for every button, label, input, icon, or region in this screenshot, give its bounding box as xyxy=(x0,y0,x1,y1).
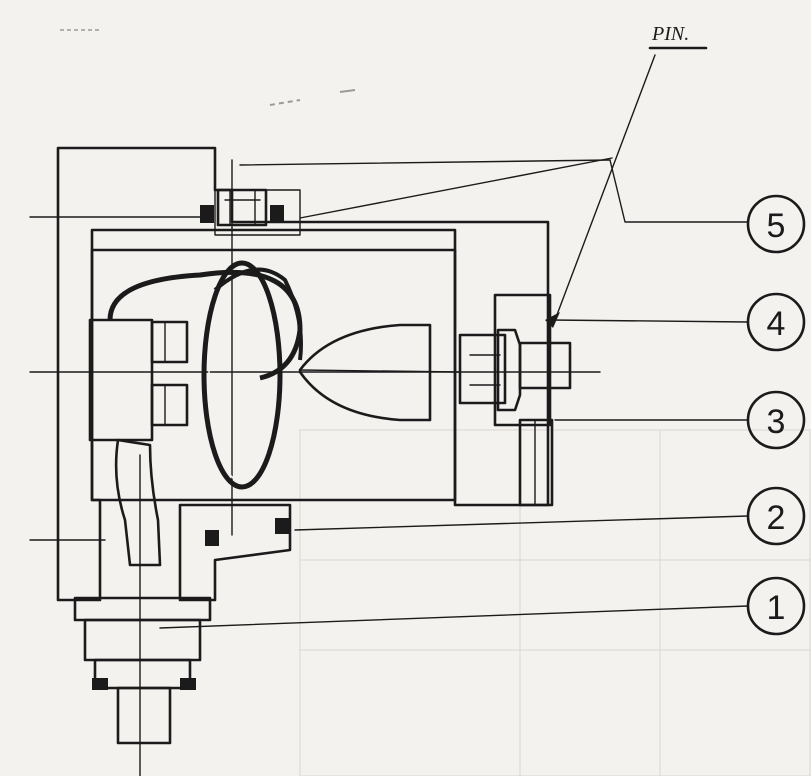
right-connector xyxy=(458,293,572,507)
top-screw-boss xyxy=(200,188,284,227)
callout-4: 4 xyxy=(746,292,806,352)
pin-label: PIN. xyxy=(651,23,689,45)
callout-2: 2 xyxy=(746,486,806,546)
braided-cable xyxy=(114,438,162,567)
bottom-gland xyxy=(73,596,212,745)
callout-5-label: 5 xyxy=(767,207,786,245)
callout-4-label: 4 xyxy=(767,305,786,343)
callout-1-label: 1 xyxy=(767,589,786,627)
callout-3: 3 xyxy=(746,390,806,450)
wire-loops xyxy=(107,260,303,490)
pin-label-group: PIN. xyxy=(648,23,708,50)
o-rings xyxy=(205,518,289,546)
callout-5: 5 xyxy=(746,194,806,254)
terminal-block xyxy=(88,318,189,442)
callout-1: 1 xyxy=(746,576,806,636)
cone-element xyxy=(298,323,461,422)
leader-lines xyxy=(159,54,749,629)
callout-2-label: 2 xyxy=(767,499,786,537)
bleed-through-marks xyxy=(60,29,811,776)
callout-3-label: 3 xyxy=(767,403,786,441)
